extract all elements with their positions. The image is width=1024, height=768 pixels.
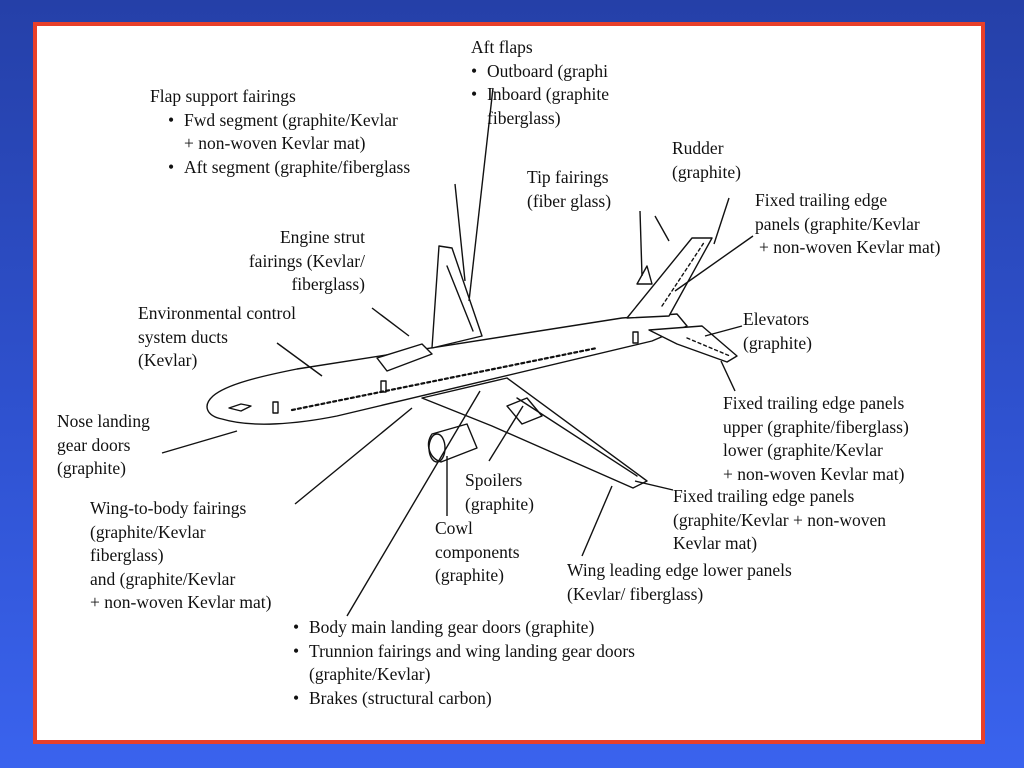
label-rudder: Rudder (graphite) — [672, 137, 741, 184]
label-flap-support: Flap support fairings Fwd segment (graph… — [150, 85, 466, 179]
flap-support-item: Aft segment (graphite/fiberglass — [168, 156, 466, 180]
label-wing-le: Wing leading edge lower panels (Kevlar/ … — [567, 559, 792, 606]
leader-wing-body — [294, 407, 413, 505]
flap-support-item: + non-woven Kevlar mat) — [184, 133, 366, 153]
far-engine — [376, 343, 433, 372]
bottom-list-item: Brakes (structural carbon) — [293, 687, 635, 711]
label-tip-fairings: Tip fairings (fiber glass) — [527, 166, 611, 213]
label-spoilers: Spoilers (graphite) — [465, 469, 534, 516]
leader-fixed-te-upper — [720, 360, 736, 392]
fixed-te-wing-line: Fixed trailing edge panels — [673, 486, 855, 506]
aft-flaps-item: Inboard (graphite — [471, 83, 665, 107]
elevators-line: Elevators — [743, 309, 810, 329]
fixed-te-ul-line: + non-woven Kevlar mat) — [723, 463, 905, 484]
leader-env-control — [276, 342, 323, 377]
door-rear — [632, 331, 639, 344]
fixed-te-ul-line: upper (graphite/fiberglass) — [723, 416, 909, 437]
slide-frame: Aft flaps Outboard (graphi Inboard (grap… — [33, 22, 985, 744]
label-wing-body: Wing-to-body fairings (graphite/Kevlar f… — [90, 497, 271, 615]
window-row — [290, 346, 599, 412]
wing-body-line: Wing-to-body fairings — [90, 498, 247, 518]
wing-body-line: (graphite/Kevlar — [90, 521, 206, 542]
near-wing — [421, 377, 648, 489]
engine-strut-line: fairings (Kevlar/ — [248, 250, 365, 271]
fixed-te-wing-line: Kevlar mat) — [673, 533, 758, 553]
label-bottom-list: Body main landing gear doors (graphite) … — [293, 616, 635, 710]
nose-gear-line: gear doors — [57, 434, 131, 455]
leader-tip-left — [639, 210, 643, 277]
leader-fixed-te-wing — [634, 480, 674, 491]
door-mid — [380, 380, 387, 393]
bottom-list-item: (graphite/Kevlar) — [309, 664, 431, 684]
leader-spoilers — [488, 405, 524, 462]
cowl-line: Cowl — [435, 518, 473, 538]
label-aft-flaps: Aft flaps Outboard (graphi Inboard (grap… — [471, 36, 665, 130]
aft-flaps-item: Outboard (graphi — [471, 60, 665, 84]
tail-tip-fairing — [636, 265, 653, 285]
label-fixed-te-upper-lower: Fixed trailing edge panels upper (graphi… — [723, 392, 909, 486]
tip-fairings-line: (fiber glass) — [527, 190, 612, 211]
leader-tip-right — [654, 215, 670, 242]
wing-body-line: and (graphite/Kevlar — [90, 568, 236, 589]
env-control-line: system ducts — [138, 326, 228, 347]
leader-rudder — [713, 197, 730, 245]
far-wing — [431, 245, 483, 349]
tip-fairings-line: Tip fairings — [527, 167, 609, 187]
flap-support-title: Flap support fairings — [150, 86, 296, 106]
nose-gear-line: (graphite) — [57, 458, 126, 478]
leader-flap-support — [454, 183, 466, 282]
fixed-te-tail-line: panels (graphite/Kevlar — [755, 213, 920, 234]
leader-aft-flaps — [468, 87, 494, 302]
fixed-te-tail-line: Fixed trailing edge — [755, 190, 888, 210]
spoilers-line: (graphite) — [465, 493, 534, 514]
leader-nose-gear — [161, 430, 238, 454]
near-engine — [427, 423, 478, 463]
env-control-line: (Kevlar) — [138, 350, 198, 370]
label-cowl: Cowl components (graphite) — [435, 517, 520, 588]
wing-le-line: (Kevlar/ fiberglass) — [567, 583, 704, 604]
engine-strut-line: fiberglass) — [291, 274, 365, 294]
label-nose-gear: Nose landing gear doors (graphite) — [57, 410, 150, 481]
wing-body-line: + non-woven Kevlar mat) — [90, 592, 272, 612]
aft-flaps-title: Aft flaps — [471, 37, 533, 57]
rudder-line: Rudder — [672, 138, 724, 158]
bottom-list-item: Body main landing gear doors (graphite) — [293, 616, 635, 640]
horizontal-stabilizer — [648, 325, 738, 363]
fixed-te-wing-line: (graphite/Kevlar + non-woven — [673, 509, 886, 530]
wing-body-line: fiberglass) — [90, 545, 164, 565]
spoilers-line: Spoilers — [465, 470, 523, 490]
label-engine-strut: Engine strut fairings (Kevlar/ fiberglas… — [215, 226, 365, 297]
rudder-line: (graphite) — [672, 161, 741, 182]
fixed-te-ul-line: Fixed trailing edge panels — [723, 393, 905, 413]
label-fixed-te-wing: Fixed trailing edge panels (graphite/Kev… — [673, 485, 886, 556]
wing-le-line: Wing leading edge lower panels — [567, 560, 792, 580]
vertical-tail — [626, 237, 713, 319]
elevators-line: (graphite) — [743, 332, 812, 353]
engine-strut-line: Engine strut — [279, 227, 365, 247]
leader-elevators — [704, 325, 743, 337]
leader-wing-le — [581, 485, 613, 557]
nose-gear-line: Nose landing — [57, 411, 150, 431]
fuselage — [206, 313, 688, 425]
leader-engine-strut — [371, 307, 410, 337]
label-elevators: Elevators (graphite) — [743, 308, 812, 355]
cowl-line: (graphite) — [435, 565, 504, 585]
airplane-diagram — [161, 87, 754, 617]
env-control-line: Environmental control — [138, 303, 296, 323]
fixed-te-tail-line: + non-woven Kevlar mat) — [759, 237, 941, 257]
aft-flaps-item: fiberglass) — [487, 107, 561, 128]
cowl-line: components — [435, 541, 520, 562]
label-env-control: Environmental control system ducts (Kevl… — [138, 302, 296, 373]
leader-fixed-te-tail — [674, 235, 754, 292]
leader-body-gear — [346, 390, 481, 617]
cockpit-windows — [228, 403, 252, 412]
bottom-list-item: Trunnion fairings and wing landing gear … — [293, 640, 635, 664]
label-fixed-te-tail: Fixed trailing edge panels (graphite/Kev… — [755, 189, 940, 260]
flap-support-item: Fwd segment (graphite/Kevlar — [168, 109, 466, 133]
fixed-te-ul-line: lower (graphite/Kevlar — [723, 440, 883, 460]
door-front — [272, 401, 279, 414]
